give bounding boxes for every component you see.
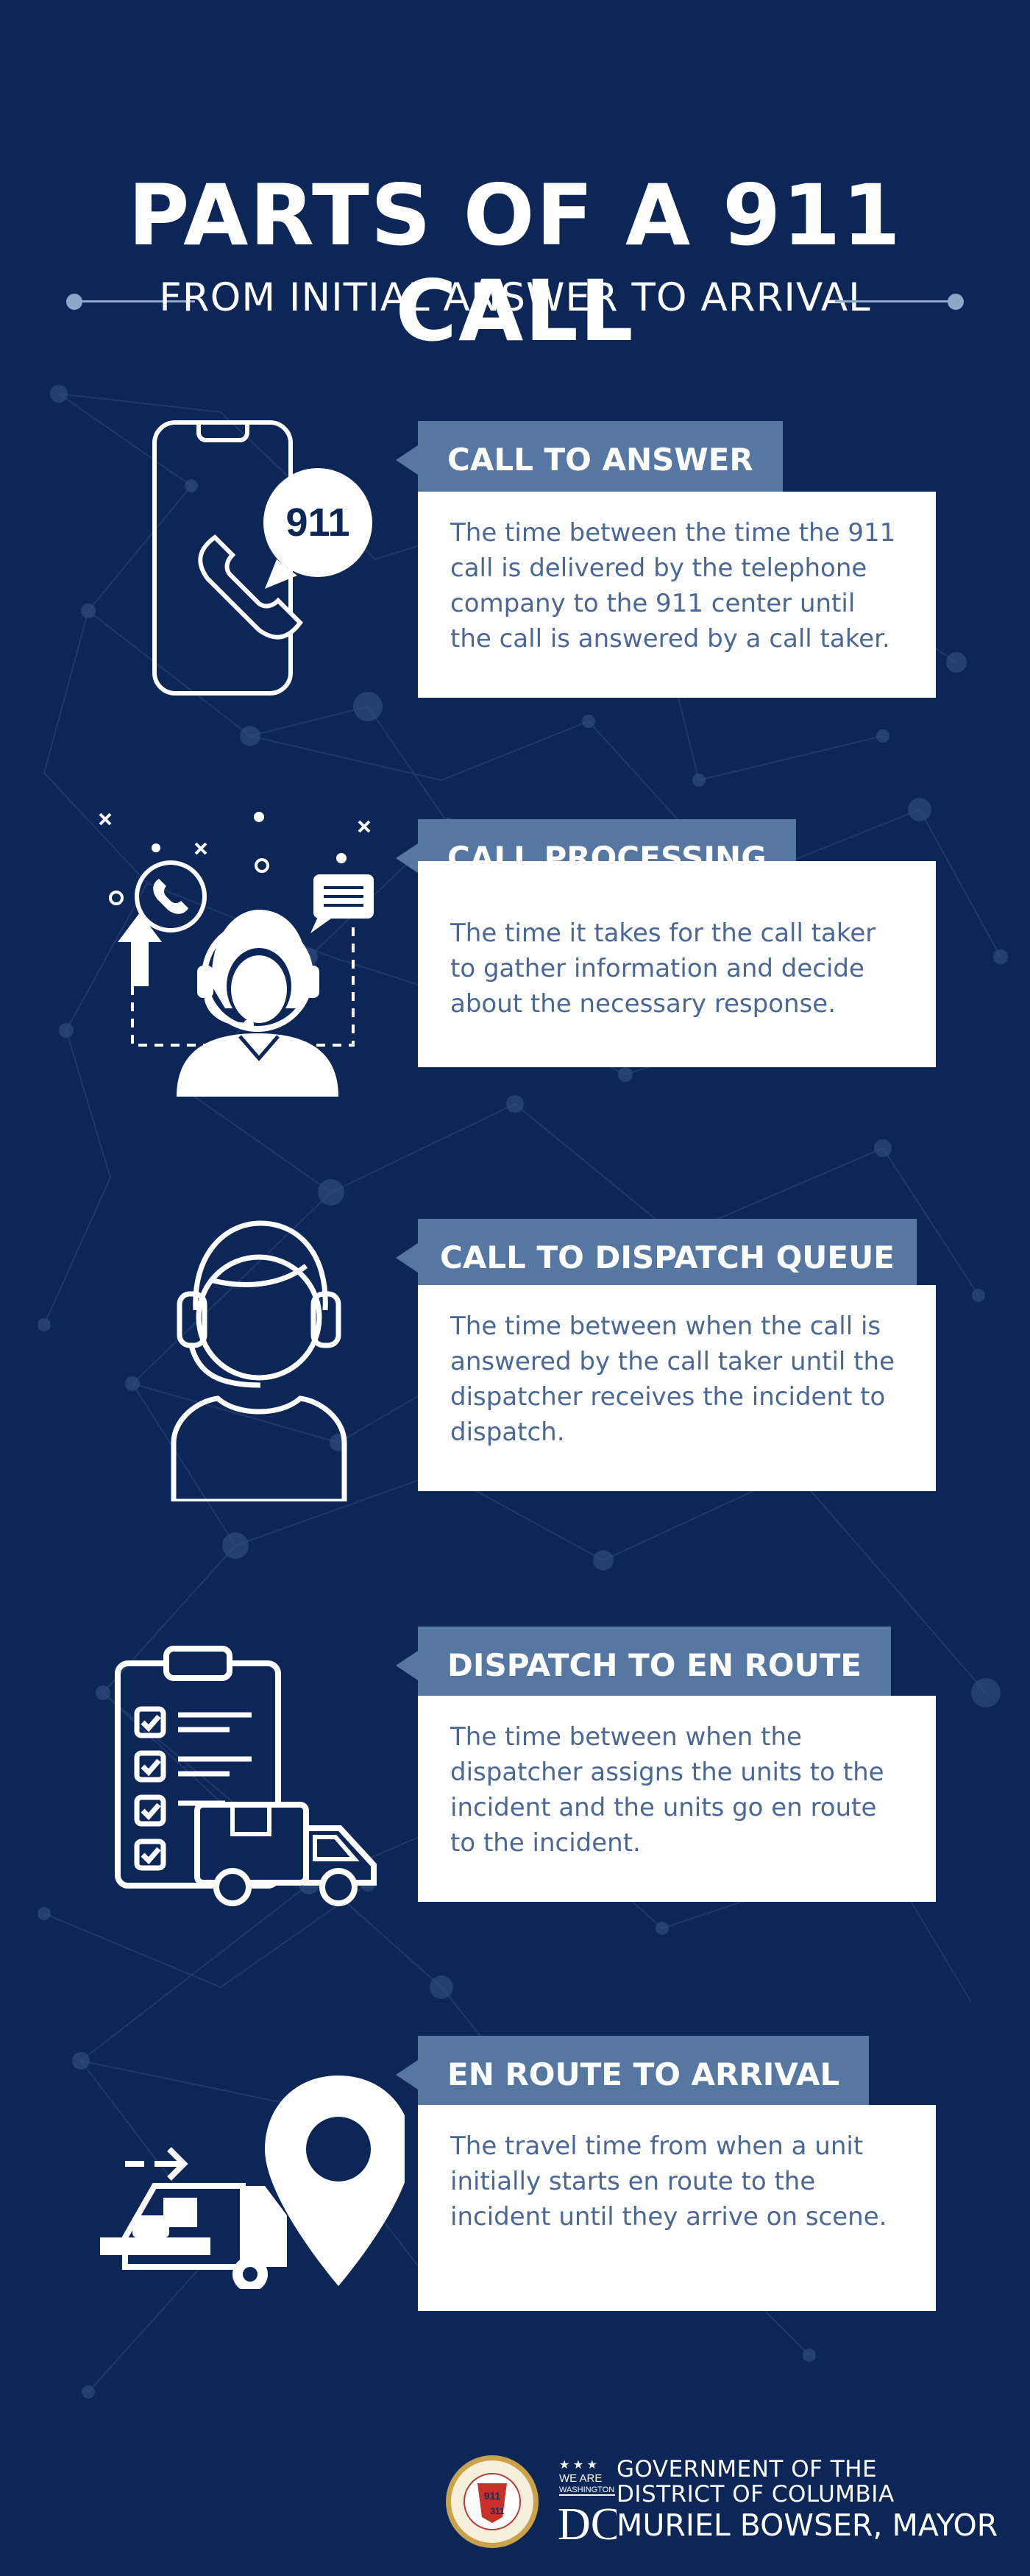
seal-badge-bottom: 311 [490, 2506, 505, 2516]
section-description-call-processing: The time it takes for the call taker to … [418, 861, 936, 1067]
section-title-call-to-answer: CALL TO ANSWER [396, 421, 783, 499]
section-description-call-to-dispatch-queue: The time between when the call is answer… [418, 1285, 936, 1491]
section-dispatch-to-en-route: DISPATCH TO EN ROUTE The time between wh… [0, 1619, 1030, 1914]
ouc-seal-logo: 911 311 [446, 2455, 539, 2548]
we-are-text: WE ARE [559, 2472, 602, 2485]
washington-text: WASHINGTON [559, 2485, 614, 2494]
section-call-processing: CALL PROCESSING The time it takes for th… [0, 795, 1030, 1104]
seal-badge-top: 911 [484, 2490, 501, 2502]
subtitle-line-left [74, 300, 195, 302]
section-description-dispatch-to-en-route: The time between when the dispatcher ass… [418, 1696, 936, 1902]
section-title-en-route-to-arrival: EN ROUTE TO ARRIVAL [395, 2036, 870, 2114]
dispatcher-headset-icon [171, 1220, 347, 1501]
section-title-call-to-dispatch-queue: CALL TO DISPATCH QUEUE [396, 1219, 917, 1297]
subtitle-row: FROM INITIAL ANSWER TO ARRIVAL [66, 272, 964, 324]
page-subtitle: FROM INITIAL ANSWER TO ARRIVAL [159, 275, 871, 320]
truck-location-pin-icon [100, 2076, 405, 2289]
call-taker-headset-icon [99, 812, 374, 1097]
page-title: PARTS OF A 911 CALL [128, 166, 902, 360]
checklist-truck-icon [115, 1646, 377, 1906]
svg-text:★ ★ ★: ★ ★ ★ [559, 2459, 597, 2471]
dc-mark: DC [558, 2499, 617, 2545]
subtitle-line-right [835, 300, 956, 302]
section-call-to-answer: 911 CALL TO ANSWER The time between the … [0, 412, 1030, 707]
section-description-call-to-answer: The time between the time the 911 call i… [418, 492, 936, 698]
section-description-en-route-to-arrival: The travel time from when a unit initial… [418, 2105, 936, 2311]
section-title-dispatch-to-en-route: DISPATCH TO EN ROUTE [395, 1627, 892, 1705]
subtitle-dot-right [948, 294, 964, 310]
we-are-washington-dc-logo: ★ ★ ★ WE ARE WASHINGTON DC [558, 2459, 617, 2545]
footer: 911 311 ★ ★ ★ WE ARE WASHINGTON DC GOVER… [441, 2444, 1015, 2554]
section-en-route-to-arrival: EN ROUTE TO ARRIVAL The travel time from… [0, 2031, 1030, 2326]
header: PARTS OF A 911 CALL FROM INITIAL ANSWER … [0, 0, 1030, 359]
section-call-to-dispatch-queue: CALL TO DISPATCH QUEUE The time between … [0, 1192, 1030, 1501]
mayor-name: MURIEL BOWSER, MAYOR [617, 2508, 998, 2543]
phone-911-label: 911 [285, 500, 349, 545]
gov-line-2: DISTRICT OF COLUMBIA [617, 2481, 895, 2508]
phone-911-icon: 911 [152, 420, 372, 696]
gov-line-1: GOVERNMENT OF THE [617, 2456, 878, 2483]
